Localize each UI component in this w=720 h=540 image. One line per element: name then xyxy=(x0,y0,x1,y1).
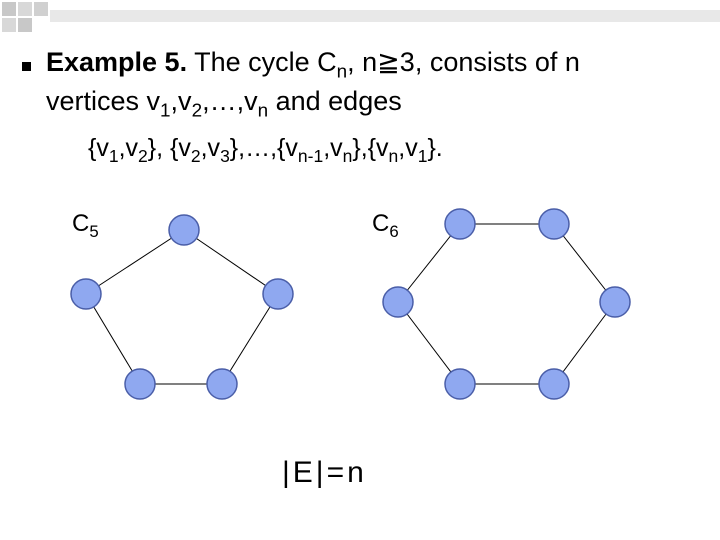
label-base: C xyxy=(372,210,390,237)
text-span: },…,{v xyxy=(229,134,298,162)
c5-edge xyxy=(221,293,279,385)
corner-square xyxy=(18,18,32,32)
subscript: n xyxy=(336,61,348,83)
c5-vertex xyxy=(124,368,156,400)
title-bar-strip xyxy=(50,10,720,22)
c6-edge xyxy=(397,223,461,303)
text-span: vertices v xyxy=(46,86,161,116)
c6-vertex xyxy=(538,368,570,400)
text-span: }, {v xyxy=(147,134,191,162)
edges-line: {v1,v2}, {v2,v3},…,{vn-1,vn},{vn,v1}. xyxy=(88,134,443,167)
decorative-squares xyxy=(2,2,720,32)
subscript: 2 xyxy=(190,146,201,166)
c6-vertex xyxy=(444,208,476,240)
c6-edge xyxy=(397,301,461,385)
subscript: n-1 xyxy=(297,146,324,166)
c6-vertex xyxy=(538,208,570,240)
c5-edge xyxy=(183,229,279,295)
subscript: 1 xyxy=(417,146,428,166)
c5-label: C5 xyxy=(72,210,99,242)
text-span: ,v xyxy=(398,134,418,162)
c6-vertex xyxy=(382,286,414,318)
subscript: n xyxy=(388,146,399,166)
text-span: ,v xyxy=(170,86,192,116)
subscript: 3 xyxy=(220,146,230,166)
c6-vertex xyxy=(599,286,631,318)
c5-vertex xyxy=(262,278,294,310)
label-subscript: 6 xyxy=(389,221,399,241)
text-span: The cycle C xyxy=(187,47,337,77)
example-label: Example 5. xyxy=(46,47,188,77)
example-heading-line: Example 5. The cycle Cn, n≧3, consists o… xyxy=(46,47,580,83)
c6-vertex xyxy=(444,368,476,400)
vertices-line: vertices v1,v2,…,vn and edges xyxy=(46,86,402,122)
subscript: n xyxy=(342,146,353,166)
c5-edge xyxy=(85,229,185,295)
corner-square xyxy=(2,18,16,32)
c5-vertex xyxy=(206,368,238,400)
subscript: 1 xyxy=(108,146,119,166)
text-span: {v xyxy=(88,134,109,162)
edge-count-formula: |E|=n xyxy=(282,456,367,489)
c6-edge xyxy=(553,223,616,303)
corner-square xyxy=(18,2,32,16)
text-span: ,v xyxy=(323,134,343,162)
corner-square xyxy=(34,2,48,16)
c5-vertex xyxy=(70,278,102,310)
text-span: },{v xyxy=(352,134,389,162)
bullet-icon xyxy=(22,62,31,71)
subscript: 2 xyxy=(138,146,148,166)
label-base: C xyxy=(72,210,90,237)
subscript: 1 xyxy=(160,100,171,122)
text-span: }. xyxy=(427,134,443,162)
text-span: ,v xyxy=(200,134,221,162)
subscript: 2 xyxy=(191,100,203,122)
text-span: ,…,v xyxy=(202,86,258,116)
c5-vertex xyxy=(168,214,200,246)
text-span: and edges xyxy=(268,86,402,116)
subscript: n xyxy=(257,100,269,122)
label-subscript: 5 xyxy=(89,221,99,241)
c6-edge xyxy=(553,301,616,385)
text-span: , n≧3, consists of n xyxy=(347,47,580,77)
c6-label: C6 xyxy=(372,210,399,242)
text-span: ,v xyxy=(118,134,139,162)
corner-square xyxy=(2,2,16,16)
c5-edge xyxy=(85,293,141,385)
